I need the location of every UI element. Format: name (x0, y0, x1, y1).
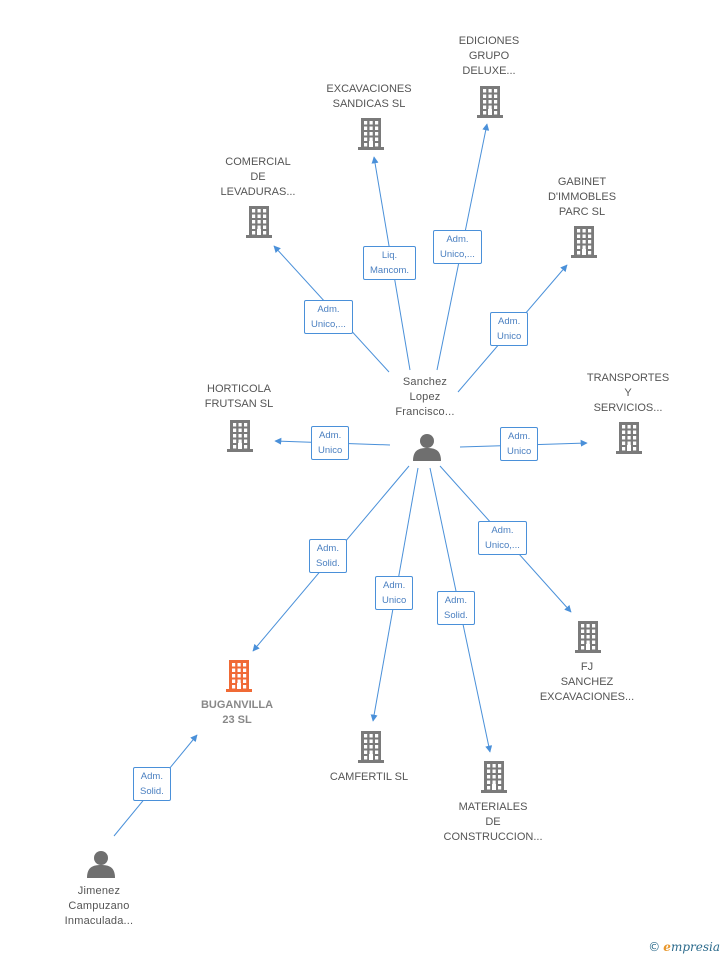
node-label-line: SANCHEZ (560, 676, 614, 688)
edge-label-line: Unico (318, 445, 343, 456)
edge-label-line: Adm. (317, 304, 340, 315)
edge-label-ediciones[interactable]: Adm. Unico,... (433, 230, 482, 264)
node-label-line: SANDICAS SL (332, 98, 406, 110)
node-label-line: EXCAVACIONES (326, 83, 412, 95)
node-label-fj[interactable]: FJ SANCHEZ EXCAVACIONES... (540, 660, 634, 705)
node-label-transportes[interactable]: TRANSPORTES Y SERVICIOS... (587, 371, 669, 416)
edge-label-line: Adm. (319, 430, 342, 441)
edge-label-line: Unico (382, 595, 407, 606)
edge-label-materiales[interactable]: Adm. Solid. (437, 591, 475, 625)
edge-label-horticola[interactable]: Adm. Unico (311, 426, 350, 460)
node-label-line: D'IMMOBLES (547, 191, 617, 203)
empresia-logo: ©empresia (648, 940, 720, 954)
edge-label-line: Unico,... (440, 249, 475, 260)
node-label-line: GABINET (557, 176, 607, 188)
node-label-line: HORTICOLA (207, 383, 271, 395)
node-label-line: FRUTSAN SL (204, 398, 274, 410)
node-label-line: FJ (580, 661, 594, 673)
building-icon[interactable] (246, 206, 272, 238)
edge-label-line: Mancom. (370, 265, 410, 276)
node-label-excavaciones[interactable]: EXCAVACIONES SANDICAS SL (326, 82, 411, 112)
edge-label-line: Adm. (383, 580, 406, 591)
edge-label-buganvilla[interactable]: Adm. Solid. (133, 767, 171, 801)
node-label-line: COMERCIAL (225, 156, 291, 168)
edge-label-line: Unico (507, 446, 532, 457)
edge-label-buganvilla[interactable]: Adm. Solid. (309, 539, 347, 573)
node-label-gabinet[interactable]: GABINET D'IMMOBLES PARC SL (548, 175, 616, 220)
edge-label-line: Adm. (498, 316, 521, 327)
building-icon[interactable] (481, 761, 507, 793)
building-icon[interactable] (477, 86, 503, 118)
building-icon[interactable] (616, 422, 642, 454)
edge-label-line: Adm. (508, 431, 531, 442)
node-label-line: CONSTRUCCION... (443, 831, 543, 843)
edge-label-line: Liq. (381, 250, 398, 261)
node-label-line: TRANSPORTES (586, 372, 670, 384)
building-icon[interactable] (571, 226, 597, 258)
building-icon[interactable] (227, 420, 253, 452)
building-icon[interactable] (575, 621, 601, 653)
edge-label-gabinet[interactable]: Adm. Unico (490, 312, 529, 346)
node-label-line: PARC SL (558, 206, 606, 218)
node-label-line: DE (250, 171, 266, 183)
node-label-line: SERVICIOS... (593, 402, 663, 414)
node-label-line: Jimenez (77, 885, 121, 897)
node-label-horticola[interactable]: HORTICOLA FRUTSAN SL (205, 382, 273, 412)
edge-label-line: Solid. (444, 610, 468, 621)
node-label-line: Campuzano (68, 900, 130, 912)
node-label-line: Francisco... (395, 406, 455, 418)
edge-label-line: Unico,... (311, 319, 346, 330)
node-label-line: BUGANVILLA (200, 699, 274, 711)
node-label-line: EDICIONES (458, 35, 520, 47)
node-label-line: 23 SL (222, 714, 252, 726)
edge-label-line: Unico (497, 331, 522, 342)
node-label-line: MATERIALES (458, 801, 528, 813)
edge-label-line: Adm. (316, 543, 339, 554)
edge-label-excavaciones[interactable]: Liq. Mancom. (363, 246, 417, 280)
node-label-line: Lopez (409, 391, 441, 403)
edge-label-camfertil[interactable]: Adm. Unico (375, 576, 414, 610)
node-label-ediciones[interactable]: EDICIONES GRUPO DELUXE... (459, 34, 520, 79)
node-label-line: DELUXE... (462, 65, 516, 77)
node-label-line: EXCAVACIONES... (539, 691, 635, 703)
node-label-line: CAMFERTIL SL (329, 771, 409, 783)
edge-label-line: Adm. (446, 234, 469, 245)
node-label-line: Inmaculada... (64, 915, 134, 927)
node-label-comercial[interactable]: COMERCIAL DE LEVADURAS... (221, 155, 296, 200)
building-icon[interactable] (358, 731, 384, 763)
node-label-camfertil[interactable]: CAMFERTIL SL (330, 770, 408, 785)
building-icon[interactable] (226, 660, 252, 692)
node-label-line: DE (485, 816, 501, 828)
edge-label-fj[interactable]: Adm. Unico,... (478, 521, 527, 555)
person-icon[interactable] (87, 851, 115, 878)
building-icon[interactable] (358, 118, 384, 150)
edge-label-line: Adm. (140, 771, 163, 782)
edge-label-line: Solid. (316, 558, 340, 569)
edge-label-transportes[interactable]: Adm. Unico (500, 427, 539, 461)
node-label-line: Y (624, 387, 632, 399)
node-label-line: LEVADURAS... (220, 186, 296, 198)
edge-label-line: Adm. (491, 525, 514, 536)
node-label-materiales[interactable]: MATERIALES DE CONSTRUCCION... (444, 800, 543, 845)
edge-label-comercial[interactable]: Adm. Unico,... (304, 300, 353, 334)
node-label-line: GRUPO (468, 50, 510, 62)
person-icon[interactable] (413, 434, 441, 461)
node-label-buganvilla[interactable]: BUGANVILLA 23 SL (201, 698, 273, 728)
edge-label-line: Solid. (140, 786, 164, 797)
edge-label-line: Unico,... (485, 540, 520, 551)
edge-label-line: Adm. (444, 595, 467, 606)
node-label-line: Sanchez (402, 376, 448, 388)
